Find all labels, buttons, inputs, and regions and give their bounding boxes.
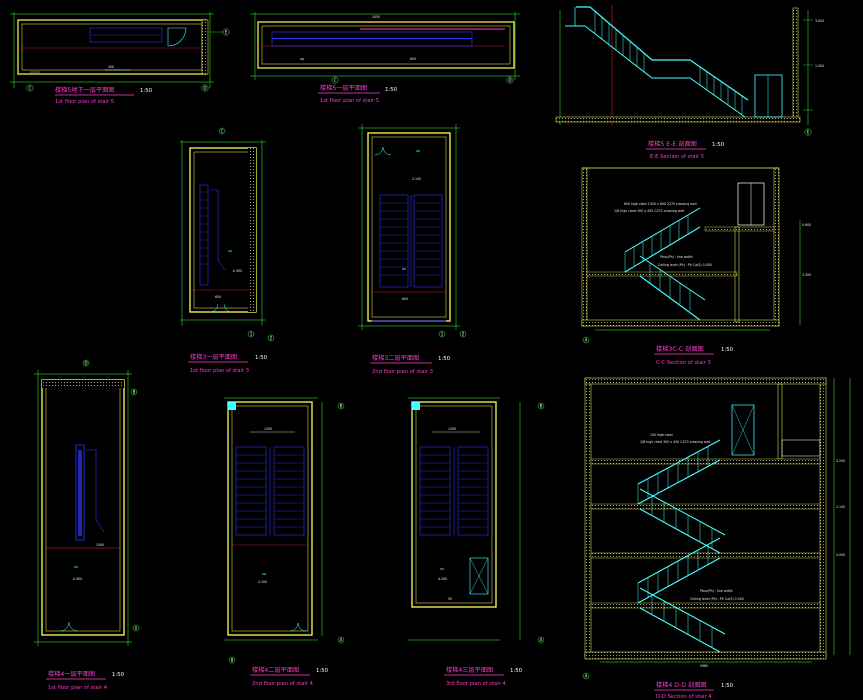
svg-text:4.200: 4.200: [836, 459, 845, 463]
drawing-scale: 1:50: [316, 668, 329, 674]
grid-label: A: [540, 638, 543, 643]
drawing-scale: 1:50: [721, 347, 734, 353]
drawing-scale: 1:50: [112, 672, 125, 678]
svg-text:1450: 1450: [448, 427, 456, 431]
grid-label: B: [540, 404, 543, 409]
drawing-title: 楼梯3二层平面图: [372, 354, 419, 362]
svg-text:2.100: 2.100: [836, 505, 845, 509]
svg-text:450: 450: [108, 65, 114, 69]
drawing-stair4-2nd-floor-plan: B 1450 2.100 up 8 A 楼: [224, 397, 345, 687]
drawing-title: 楼梯4三层平面图: [446, 666, 493, 674]
svg-text:Pbus(Ph) : line width: Pbus(Ph) : line width: [700, 589, 733, 593]
drawing-stair5-1st-floor-plan: up 3450 600 C D 楼梯5一层平面图 1:50 1st floor …: [250, 12, 520, 104]
drawing-stair4-section-dd: 100 high steel 1/B high rised 300 x 450 …: [582, 377, 851, 700]
drawing-subtitle: 1st floor plan of stair 5: [320, 98, 379, 104]
grid-label: A: [585, 674, 588, 679]
grid-label: D: [84, 361, 87, 366]
svg-text:600: 600: [410, 57, 416, 61]
drawing-title: 楼梯3一层平面图: [190, 353, 237, 361]
grid-label: C: [334, 78, 337, 83]
drawing-subtitle: E-E Section of stair 5: [650, 154, 704, 160]
drawing-stair4-3rd-floor-plan: B 1450 dn 4.200 50 A 楼梯4三层: [408, 397, 545, 687]
grid-label: 2: [462, 332, 465, 337]
drawing-title: 楼梯4二层平面图: [252, 666, 299, 674]
svg-text:up: up: [74, 565, 78, 569]
svg-text:2.100: 2.100: [258, 580, 267, 584]
svg-text:1.500: 1.500: [815, 64, 824, 68]
svg-text:up: up: [262, 572, 266, 576]
drawing-stair3-2nd-floor-plan: up 2.100 600 dn 1 2 楼梯3二层平面图 1:50 2nd fl…: [358, 124, 467, 375]
svg-text:up: up: [300, 57, 304, 61]
svg-text:2.100: 2.100: [412, 177, 421, 181]
grid-label: 1: [250, 332, 253, 337]
drawing-title: 楼梯5 E-E 剖面图: [648, 140, 697, 148]
svg-text:Ceiling level (Ph) : Ph Ca(S): Ceiling level (Ph) : Ph Ca(S) 0.000: [658, 263, 712, 267]
svg-text:3450: 3450: [372, 15, 380, 19]
drawing-title: 楼梯5地下一层平面图: [55, 86, 115, 94]
grid-label: A: [585, 338, 588, 343]
drawing-subtitle: D-D Section of stair 4: [656, 694, 712, 700]
drawing-scale: 1:50: [438, 356, 451, 362]
svg-text:5980: 5980: [700, 664, 708, 668]
grid-label: C: [29, 86, 32, 91]
drawing-scale: 1:50: [385, 87, 398, 93]
svg-text:3.300: 3.300: [802, 273, 811, 277]
drawing-scale: 1:50: [140, 88, 153, 94]
svg-text:dn: dn: [402, 267, 406, 271]
drawing-subtitle: 3rd floor plan of stair 4: [446, 681, 506, 687]
svg-text:1/B high rised 300 x 450 CZ70: 1/B high rised 300 x 450 CZ70 crossing w…: [614, 209, 684, 213]
grid-label: B: [340, 404, 343, 409]
grid-label: 2: [270, 336, 273, 341]
drawing-title: 楼梯3C-C 剖面图: [656, 345, 704, 353]
drawing-subtitle: C-C Section of stair 3: [656, 360, 711, 366]
drawing-stair5-basement-plan: 450 C D E 楼梯5地下一层平面图 1:50 1st floor plan…: [10, 12, 230, 105]
grid-label: 8: [231, 658, 234, 663]
drawing-subtitle: 1st floor plan of stair 3: [190, 368, 249, 374]
svg-text:50: 50: [448, 597, 452, 601]
drawing-subtitle: 1st floor plan of stair 5: [55, 99, 114, 105]
svg-text:0.600: 0.600: [802, 223, 811, 227]
svg-text:-0.900: -0.900: [72, 577, 82, 581]
svg-text:600: 600: [402, 297, 408, 301]
drawing-stair4-1st-floor-plan: D 1500 up -0.900 B A 楼梯4一层平面图 1:50 1st f…: [34, 359, 140, 691]
grid-label: A: [340, 638, 343, 643]
svg-text:dn: dn: [440, 567, 444, 571]
svg-text:100 high steel: 100 high steel: [650, 433, 673, 437]
svg-text:1/B high rised 300 x 450 CZ70: 1/B high rised 300 x 450 CZ70 crossing w…: [640, 440, 710, 444]
drawing-stair3-section-cc: 600 high steel 1000 x 600 2270 crossing …: [581, 167, 811, 366]
svg-text:-0.900: -0.900: [232, 269, 242, 273]
svg-text:up: up: [228, 249, 232, 253]
svg-text:Pbus(Ph) : line width: Pbus(Ph) : line width: [660, 255, 693, 259]
svg-text:1450: 1450: [264, 427, 272, 431]
grid-label: C: [221, 129, 224, 134]
svg-text:600: 600: [215, 295, 221, 299]
drawing-subtitle: 2nd floor plan of stair 3: [372, 369, 433, 375]
svg-text:1500: 1500: [96, 543, 104, 547]
svg-text:Ceiling level (Ph) : Ph Ca(S): Ceiling level (Ph) : Ph Ca(S) 0.000: [690, 597, 744, 601]
svg-text:600 high steel 1000 x 600 2270: 600 high steel 1000 x 600 2270 crossing …: [624, 202, 697, 206]
svg-text:4.200: 4.200: [438, 577, 447, 581]
drawing-subtitle: 1st floor plan of stair 4: [48, 685, 108, 691]
drawing-scale: 1:50: [255, 355, 268, 361]
grid-label: E: [225, 30, 228, 35]
drawing-title: 楼梯4一层平面图: [48, 670, 95, 678]
grid-label: D: [508, 78, 511, 83]
svg-text:up: up: [416, 149, 420, 153]
drawing-scale: 1:50: [712, 142, 725, 148]
drawing-subtitle: 2nd floor plan of stair 4: [252, 681, 314, 687]
svg-text:3.000: 3.000: [815, 19, 824, 23]
drawing-scale: 1:50: [510, 668, 523, 674]
drawing-title: 楼梯5一层平面图: [320, 84, 367, 92]
grid-label: 1: [441, 332, 444, 337]
drawing-stair3-1st-floor-plan: C up -0.900 600 1 2 楼梯3一层平面图 1:50 1st fl…: [180, 127, 275, 374]
drawing-scale: 1:50: [721, 683, 734, 689]
drawing-title: 楼梯4 D-D 剖面图: [656, 681, 707, 689]
svg-text:0.000: 0.000: [836, 553, 845, 557]
grid-label: D: [203, 86, 206, 91]
drawing-stair5-section-ee: 3.000 1.500 E 楼梯5 E-E 剖面图 1:50 E-E Secti…: [555, 5, 824, 160]
grid-label: B: [133, 390, 136, 395]
grid-label: E: [807, 130, 810, 135]
grid-label: A: [135, 626, 138, 631]
